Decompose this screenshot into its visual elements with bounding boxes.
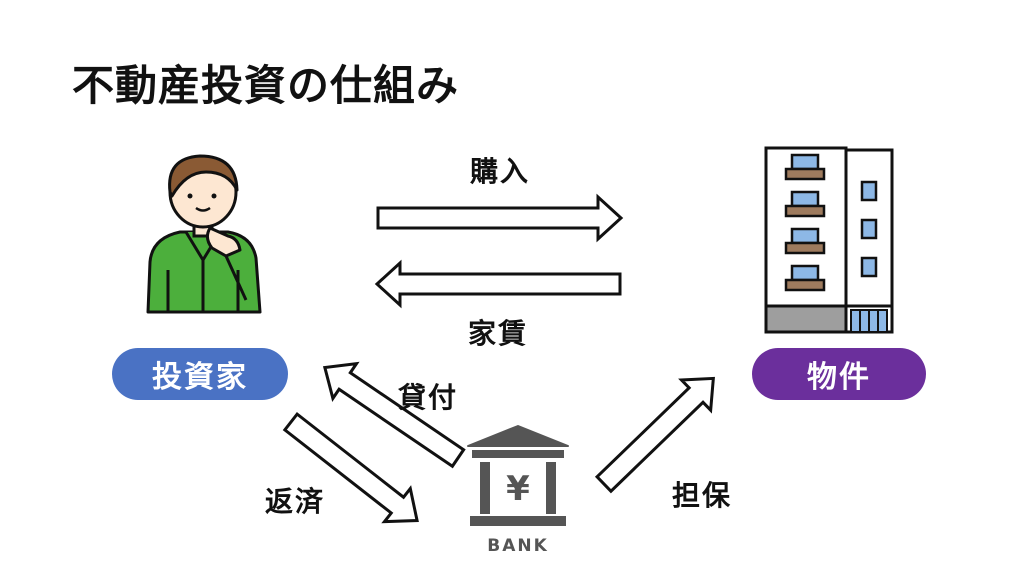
repayment-arrow <box>282 412 419 524</box>
bank-yen-icon: ¥ BANK <box>467 425 569 556</box>
repayment-label: 返済 <box>265 485 326 518</box>
property-node: 物件 <box>752 348 926 400</box>
loan-arrow <box>322 361 466 469</box>
loan-label: 貸付 <box>398 381 459 414</box>
person-thinking-icon <box>146 154 262 314</box>
bank-symbol: ¥ <box>506 469 530 509</box>
rent-label: 家賃 <box>468 317 529 350</box>
investor-node: 投資家 <box>112 348 288 400</box>
collateral-arrow <box>594 376 715 494</box>
page-title: 不動産投資の仕組み <box>72 61 460 110</box>
property-label: 物件 <box>807 360 871 395</box>
purchase-arrow <box>376 193 624 243</box>
purchase-label: 購入 <box>470 155 531 188</box>
investor-label: 投資家 <box>152 360 248 395</box>
apartment-building-icon <box>764 146 894 334</box>
rent-arrow <box>374 259 622 309</box>
bank-label: BANK <box>487 536 549 556</box>
collateral-label: 担保 <box>672 479 733 512</box>
